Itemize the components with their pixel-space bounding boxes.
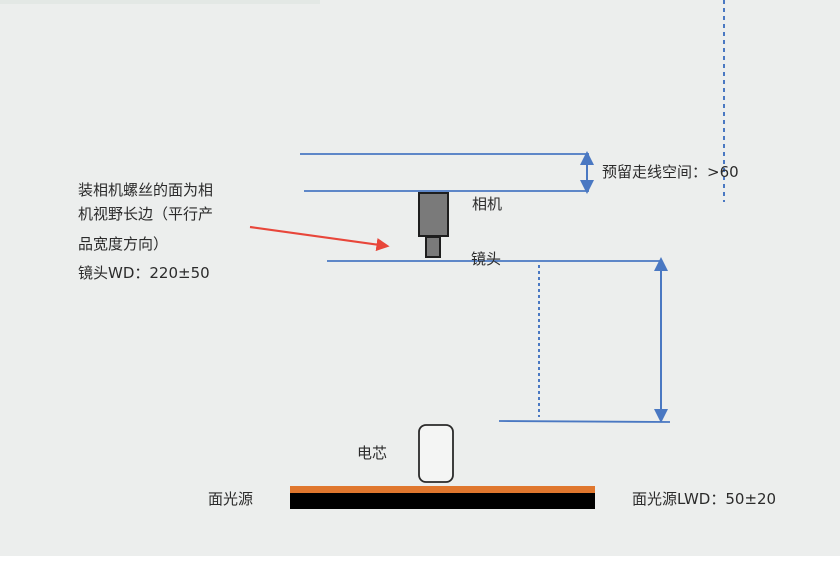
area-light-label: 面光源 bbox=[208, 490, 254, 508]
camera-body bbox=[418, 192, 449, 237]
wiring-space-label: 预留走线空间：>60 bbox=[602, 163, 739, 181]
top-strip bbox=[0, 0, 320, 4]
lens-wd-label: 镜头WD：220±50 bbox=[78, 264, 210, 282]
area-light-lwd-label: 面光源LWD：50±20 bbox=[632, 490, 777, 508]
lens-body bbox=[425, 236, 441, 258]
battery-cell bbox=[418, 424, 454, 483]
note-line-2: 机视野长边（平行产 bbox=[78, 205, 214, 223]
product-plane-line bbox=[498, 420, 671, 423]
pointer-arrow bbox=[249, 225, 390, 252]
bottom-strip bbox=[0, 556, 840, 561]
note-line-1: 装相机螺丝的面为相 bbox=[78, 181, 214, 199]
camera-label: 相机 bbox=[472, 195, 503, 213]
area-light-top-surface bbox=[290, 486, 595, 493]
camera-mount-note: 装相机螺丝的面为相 机视野长边（平行产 品宽度方向） 镜头WD：220±50 bbox=[78, 178, 273, 285]
note-line-3: 品宽度方向） bbox=[78, 235, 169, 253]
lens-label: 镜头 bbox=[471, 250, 502, 268]
cell-label: 电芯 bbox=[357, 444, 388, 462]
area-light-body bbox=[290, 493, 595, 509]
